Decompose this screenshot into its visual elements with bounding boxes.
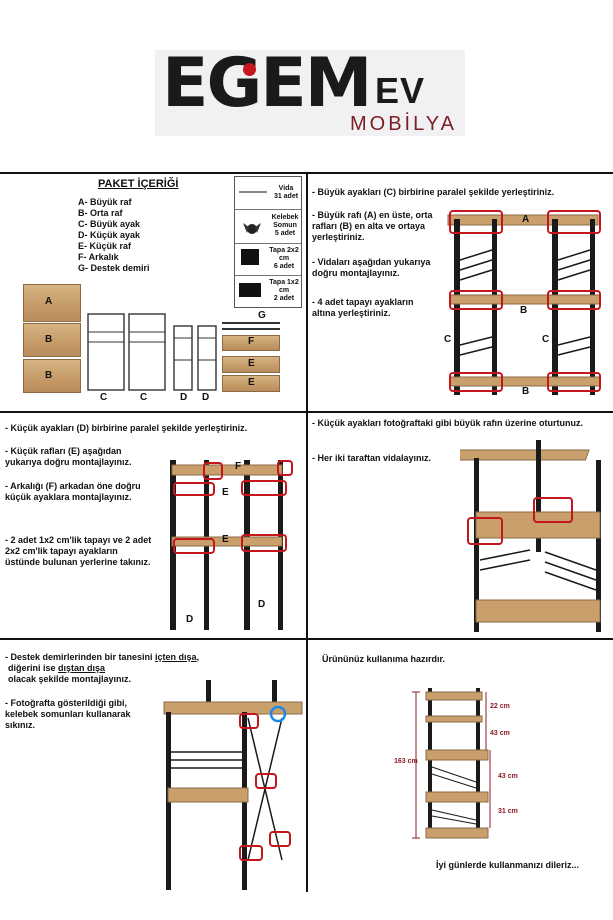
label-d: D <box>202 392 210 403</box>
package-item: A- Büyük raf <box>78 197 132 207</box>
step2-line: - 2 adet 1x2 cm'lik tapayı ve 2 adet 2x2… <box>5 535 152 567</box>
hardware-name: Kelebek Somun <box>271 214 299 229</box>
hardware-qty: 2 adet <box>273 295 295 302</box>
step2-line: - Arkalığı (F) arkadan öne doğru küçük a… <box>5 481 141 502</box>
package-title: PAKET İÇERİĞİ <box>98 178 179 190</box>
board-b <box>23 323 81 357</box>
step3-line: - Küçük ayakları fotoğraftaki gibi büyük… <box>312 418 584 428</box>
dim-31: 31 cm <box>498 808 518 815</box>
step4-text: - Destek demirlerinden bir tanesini <box>5 652 156 662</box>
final-product-illustration <box>412 688 491 839</box>
step4-emphasis: dıştan dışa <box>58 663 106 673</box>
hardware-qty: 6 adet <box>273 263 295 270</box>
screw-icon <box>239 191 267 193</box>
cap-1x2-icon <box>239 283 261 297</box>
package-item: F- Arkalık <box>78 252 119 262</box>
logo-wordmark: EGEM <box>162 44 372 123</box>
label-c: C <box>140 392 148 403</box>
label-b: B <box>45 334 53 345</box>
package-item: B- Orta raf <box>78 208 123 218</box>
logo-background <box>155 50 465 136</box>
step1-label-c: C <box>542 334 550 345</box>
step4-emphasis: içten dışa <box>155 652 197 662</box>
step2-line: - Küçük rafları (E) aşağıdan yukarıya do… <box>5 446 132 467</box>
board-e <box>222 356 280 373</box>
hardware-name: Tapa 2x2 cm <box>269 247 299 262</box>
label-a: A <box>45 296 53 307</box>
dim-43-bottom: 43 cm <box>498 773 518 780</box>
step1-label-c: C <box>444 334 452 345</box>
label-d: D <box>180 392 188 403</box>
step1-label-a: A <box>522 214 530 225</box>
ready-text: Ürününüz kullanıma hazırdır. <box>322 654 446 664</box>
package-item: C- Büyük ayak <box>78 219 141 229</box>
label-c: C <box>100 392 108 403</box>
board-f <box>222 335 280 351</box>
legs-d-drawing <box>173 325 217 391</box>
step1-line: - Büyük rafı (A) en üste, orta rafları (… <box>312 210 433 242</box>
step1-illustration <box>447 210 601 395</box>
board-a <box>23 284 81 322</box>
package-item: D- Küçük ayak <box>78 230 141 240</box>
step4-text: , <box>196 652 200 662</box>
hardware-qty: 31 adet <box>273 193 299 200</box>
label-g: G <box>258 310 266 321</box>
label-e: E <box>248 377 255 388</box>
hardware-name: Tapa 1x2 cm <box>269 279 299 294</box>
step1-line: - Büyük ayakları (C) birbirine paralel ş… <box>312 187 555 197</box>
board-b <box>23 359 81 393</box>
step4-illustration <box>163 680 303 890</box>
logo-dot-icon <box>243 63 256 76</box>
support-bar <box>222 328 280 330</box>
divider-center <box>306 172 308 892</box>
dim-total: 163 cm <box>394 758 418 765</box>
package-item: E- Küçük raf <box>78 241 132 251</box>
step4-line4: - Fotoğrafta gösterildiği gibi, kelebek … <box>5 698 131 730</box>
label-b: B <box>45 370 53 381</box>
step2-label-d: D <box>186 614 194 625</box>
hardware-name: Vida <box>278 185 294 192</box>
logo-ev: EV <box>375 70 426 111</box>
step2-label-e: E <box>222 534 229 545</box>
step3-illustration <box>460 440 601 632</box>
step2-illustration <box>170 460 293 630</box>
label-e: E <box>248 358 255 369</box>
step4-line3: olacak şekilde montajlayınız. <box>8 674 132 684</box>
step1-label-b: B <box>520 305 528 316</box>
legs-c-drawing <box>87 313 166 391</box>
step1-line: - 4 adet tapayı ayakların altına yerleşt… <box>312 297 414 318</box>
step2-label-e: E <box>222 487 229 498</box>
support-bar <box>222 322 280 324</box>
dim-22: 22 cm <box>490 703 510 710</box>
wing-nut-icon <box>243 223 261 234</box>
board-e <box>222 375 280 392</box>
step4-line1: - Destek demirlerinden bir tanesini içte… <box>5 652 300 663</box>
step4-line2: diğerini ise dıştan dışa <box>8 663 303 674</box>
package-list: A- Büyük raf B- Orta raf C- Büyük ayak D… <box>78 197 150 274</box>
step2-label-f: F <box>235 461 242 472</box>
step4-text: diğerini ise <box>8 663 59 673</box>
step2-label-d: D <box>258 599 266 610</box>
hardware-qty: 5 adet <box>274 230 296 237</box>
dim-43-top: 43 cm <box>490 730 510 737</box>
step2-line: - Küçük ayakları (D) birbirine paralel ş… <box>5 423 248 433</box>
step1-line: - Vidaları aşağıdan yukarıya doğru monta… <box>312 257 431 278</box>
step1-label-b: B <box>522 386 530 397</box>
cap-2x2-icon <box>241 249 259 265</box>
hardware-box: Vida 31 adet Kelebek Somun 5 adet Tapa 2… <box>234 176 302 308</box>
package-item: G- Destek demiri <box>78 263 150 273</box>
logo-subtitle: MOBİLYA <box>350 113 457 135</box>
step3-line: - Her iki taraftan vidalayınız. <box>312 453 432 463</box>
label-f: F <box>248 336 255 347</box>
wish-text: İyi günlerde kullanmanızı dileriz... <box>436 860 580 870</box>
